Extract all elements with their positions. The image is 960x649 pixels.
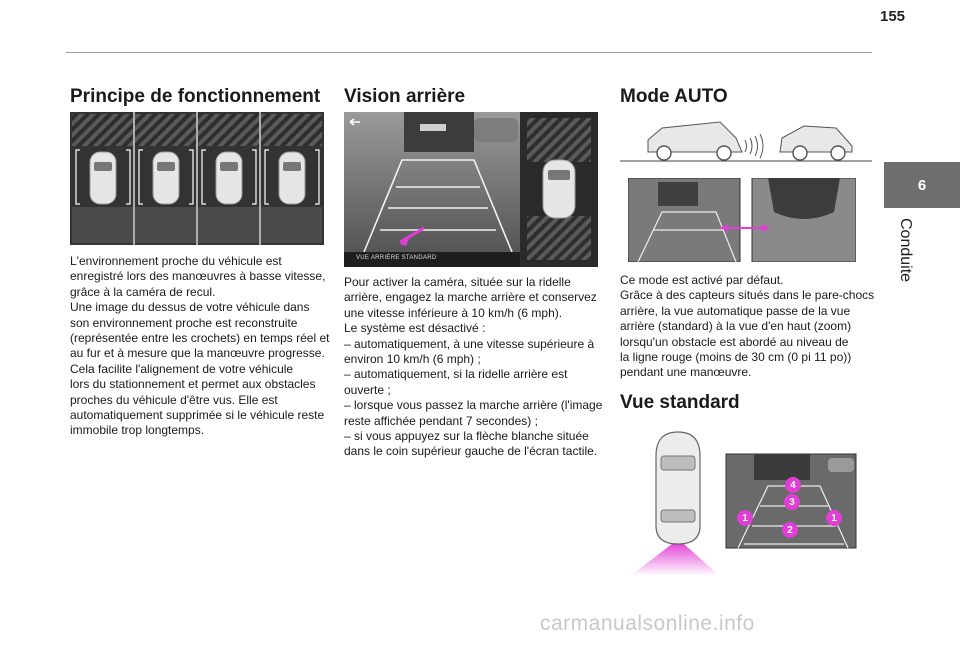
car-approaching-obstacle-illustration xyxy=(620,121,872,162)
figure-auto-views xyxy=(627,177,857,263)
principe-line: enregistré lors des manœuvres à basse vi… xyxy=(70,269,326,284)
auto-line: arrière, la vue automatique passe de la … xyxy=(620,303,851,318)
vision-line: arrière, engagez la marche arrière et co… xyxy=(344,290,597,305)
principe-line: au fur et à mesure que la manœuvre progr… xyxy=(70,346,325,361)
vision-line: ouverte ; xyxy=(344,382,391,397)
surround-views-illustration xyxy=(70,112,324,245)
auto-line: arrière (standard) à la vue d'en haut (z… xyxy=(620,319,852,334)
vision-line: – si vous appuyez sur la flèche blanche … xyxy=(344,429,589,444)
principe-line: Une image du dessus de votre véhicule da… xyxy=(70,300,310,315)
heading-mode-auto: Mode AUTO xyxy=(620,86,728,107)
principe-line: automatiquement supprimée si le véhicule… xyxy=(70,408,325,423)
marker-3: 3 xyxy=(784,494,800,510)
principe-line: proches du véhicule d'être vus. Elle est xyxy=(70,392,278,407)
figure-car-obstacle xyxy=(620,116,872,166)
section-label-text: Conduite xyxy=(897,218,914,283)
principe-line: lors du stationnement et permet aux obst… xyxy=(70,377,316,392)
vision-line: – automatiquement, à une vitesse supérie… xyxy=(344,336,595,351)
figure-surround-views xyxy=(70,112,324,245)
principe-line: grâce à la caméra de recul. xyxy=(70,284,216,299)
principe-line: son environnement proche est reconstruit… xyxy=(70,315,298,330)
vision-line: environ 10 km/h (6 mph) ; xyxy=(344,352,481,367)
heading-vue-standard: Vue standard xyxy=(620,392,740,413)
top-rule xyxy=(66,52,872,53)
principe-line: immobile trop longtemps. xyxy=(70,423,205,438)
principe-line: L'environnement proche du véhicule est xyxy=(70,254,282,268)
vision-line: Pour activer la caméra, située sur la ri… xyxy=(344,275,571,289)
auto-line: la ligne rouge (moins de 30 cm (0 pi 11 … xyxy=(620,350,852,365)
heading-principe: Principe de fonctionnement xyxy=(70,86,321,107)
vision-line: – lorsque vous passez la marche arrière … xyxy=(344,398,603,413)
text-vision-arriere: Pour activer la caméra, située sur la ri… xyxy=(344,275,606,460)
marker-2: 2 xyxy=(782,522,798,538)
auto-line: Ce mode est activé par défaut. xyxy=(620,273,784,287)
section-tab[interactable]: 6 xyxy=(884,162,960,208)
text-mode-auto: Ce mode est activé par défaut. Grâce à d… xyxy=(620,273,878,381)
vision-line: une vitesse inférieure à 10 km/h (6 mph)… xyxy=(344,305,563,320)
text-principe: L'environnement proche du véhicule est e… xyxy=(70,254,332,439)
rear-camera-illustration xyxy=(344,112,598,267)
vision-line: dans le coin supérieur gauche de l'écran… xyxy=(344,444,598,459)
heading-vision-arriere: Vision arrière xyxy=(344,86,466,107)
marker-1-left: 1 xyxy=(737,510,753,526)
standard-view-illustration xyxy=(630,431,857,576)
vision-line: – automatiquement, si la ridelle arrière… xyxy=(344,367,568,382)
section-label: Conduite xyxy=(896,218,914,308)
marker-1-right: 1 xyxy=(826,510,842,526)
vision-line: Le système est désactivé : xyxy=(344,321,486,336)
auto-line: Grâce à des capteurs situés dans le pare… xyxy=(620,288,875,303)
watermark: carmanualsonline.info xyxy=(540,612,755,635)
vision-line: reste affichée pendant 7 secondes) ; xyxy=(344,413,538,428)
standard-and-zoom-views xyxy=(627,177,857,263)
figure-rear-camera: VUE ARRIÈRE STANDARD xyxy=(344,112,598,267)
principe-line: Cela facilite l'alignement de votre véhi… xyxy=(70,361,294,376)
figure-vue-standard: 4 3 1 2 1 xyxy=(624,426,864,576)
camera-screen-caption: VUE ARRIÈRE STANDARD xyxy=(356,255,437,261)
principe-line: (représentée entre les crochets) en temp… xyxy=(70,331,330,346)
auto-line: pendant une manœuvre. xyxy=(620,365,752,380)
marker-4: 4 xyxy=(785,477,801,493)
page-number: 155 xyxy=(880,8,906,25)
auto-line: lorsqu'un obstacle est abordé au niveau … xyxy=(620,334,849,349)
